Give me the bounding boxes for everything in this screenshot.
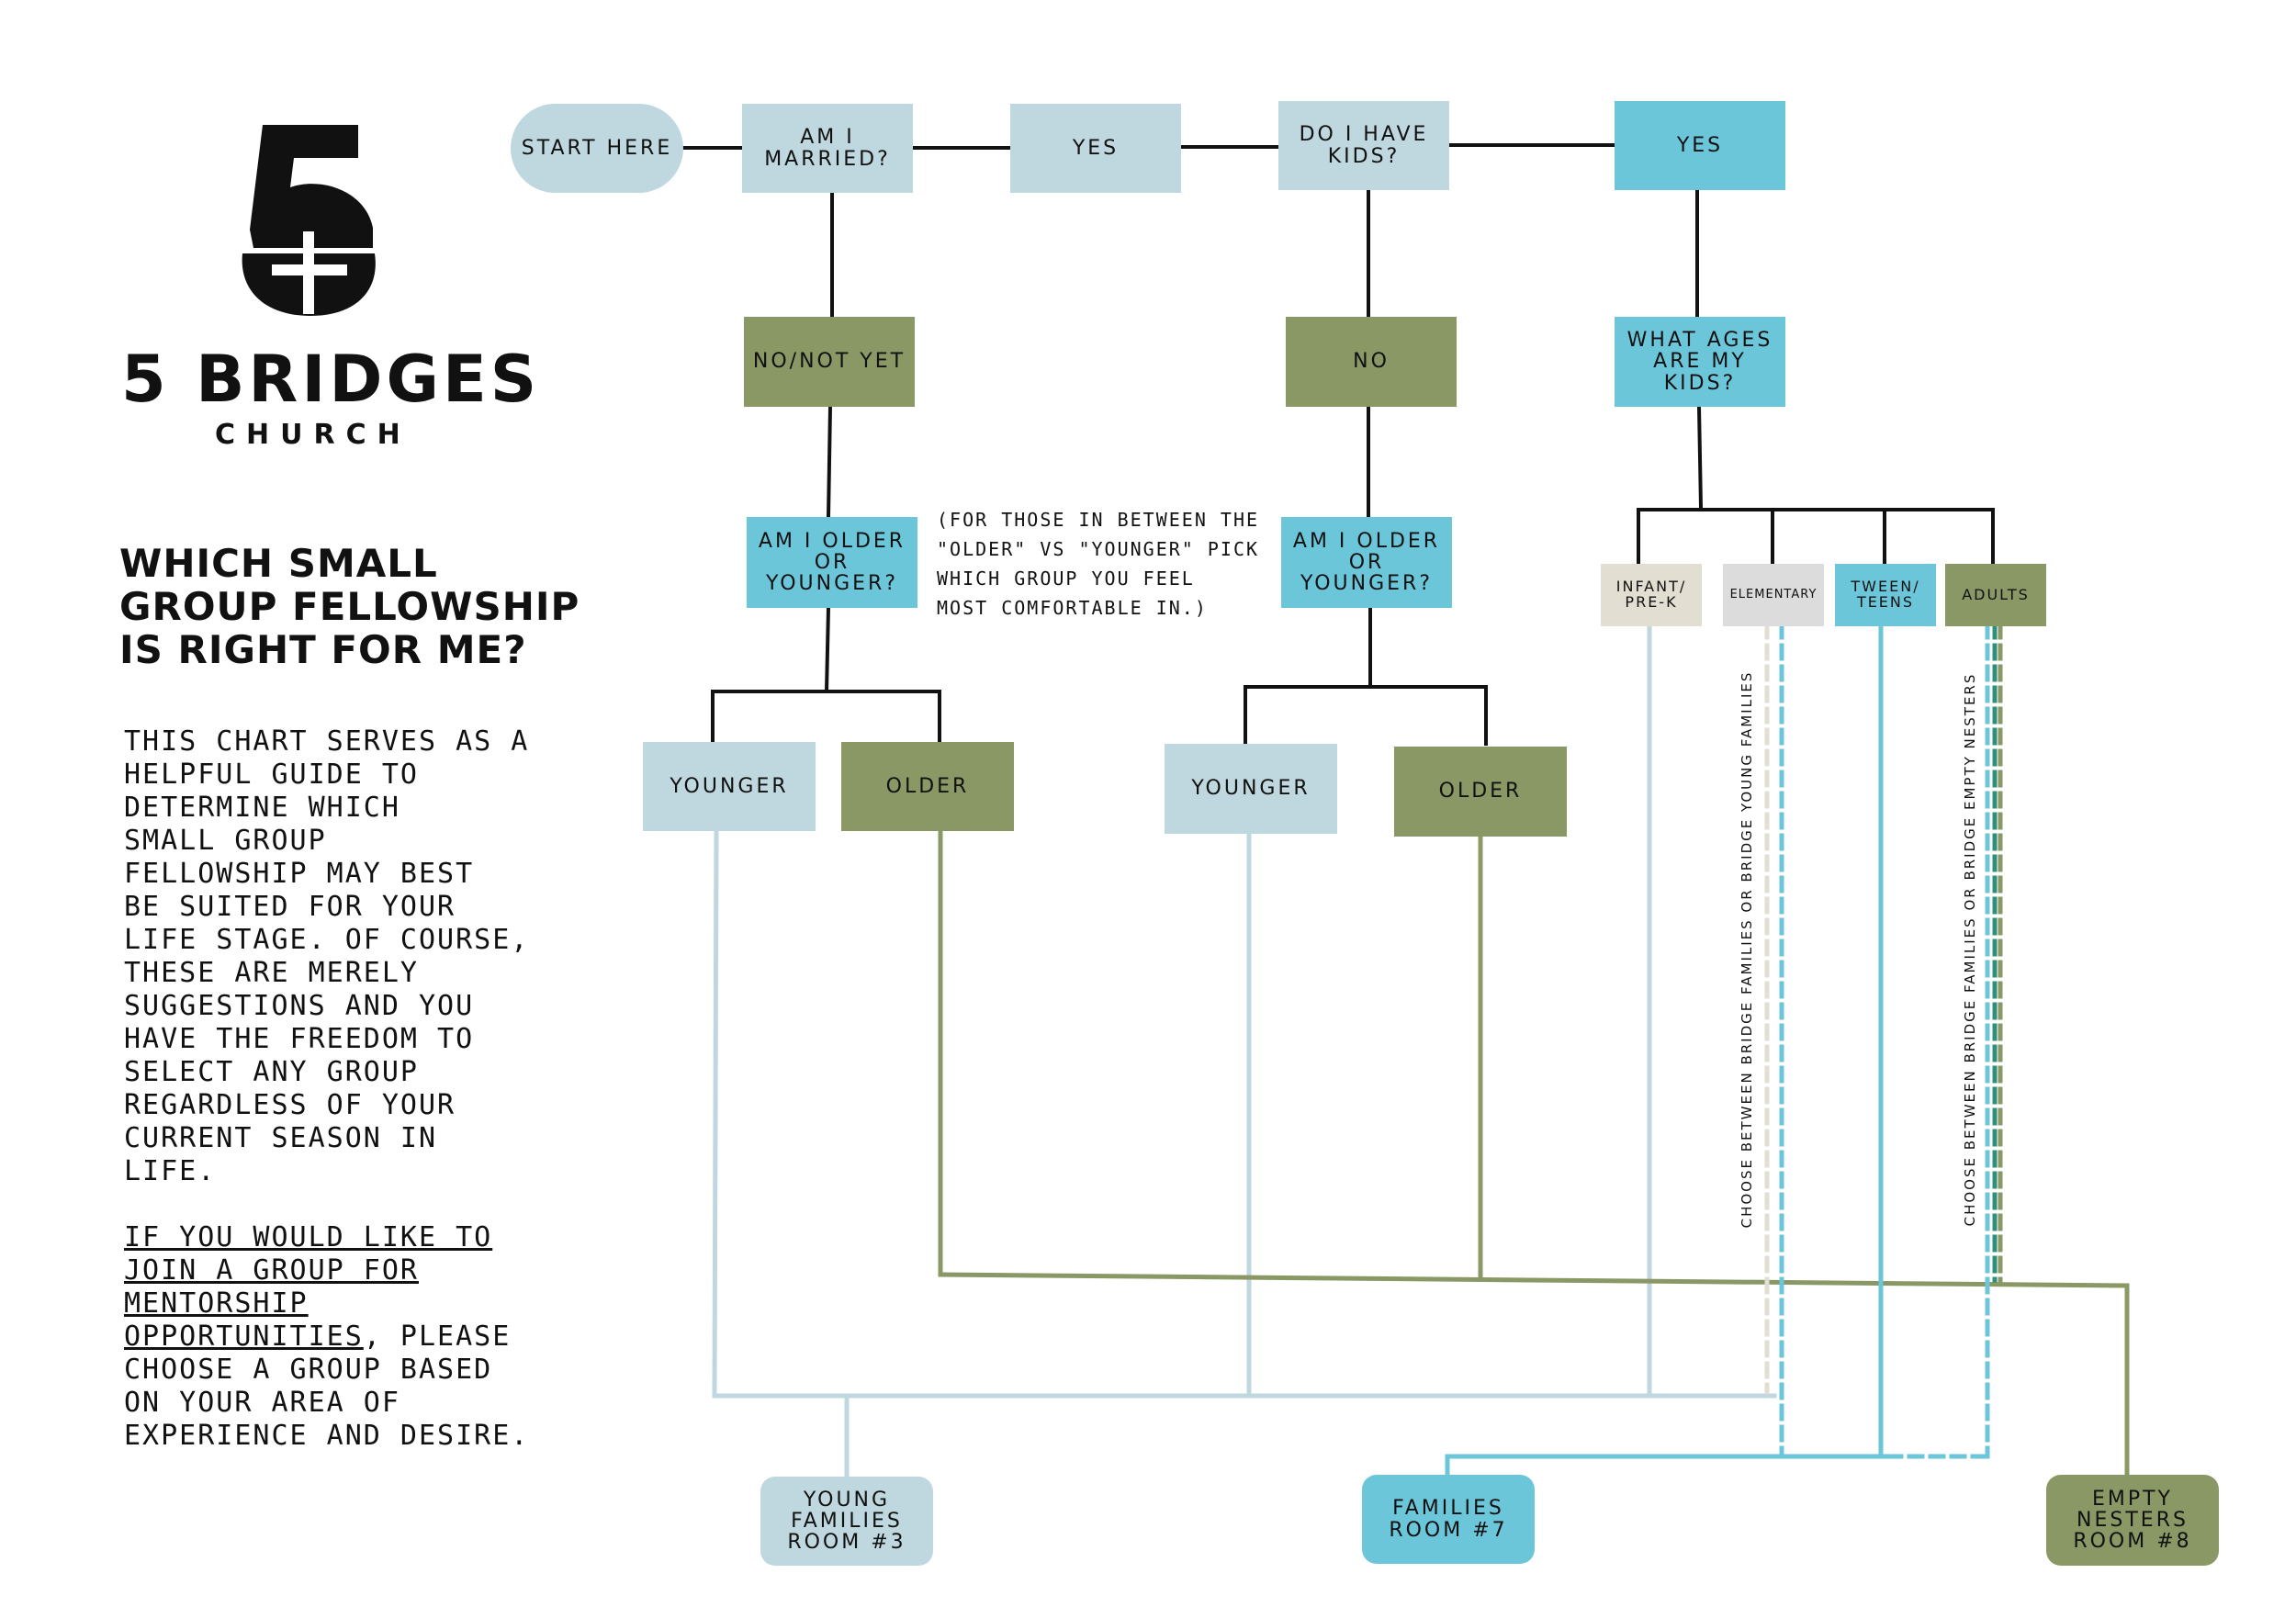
intro-line: HELPFUL GUIDE TO [124, 759, 419, 791]
families-flow [1445, 622, 1891, 1478]
empty-nesters-choice-note: CHOOSE BETWEEN BRIDGE FAMILIES OR BRIDGE… [1962, 672, 1978, 1227]
mentorship-line: ON YOUR AREA OF [124, 1387, 400, 1419]
intro-line: SUGGESTIONS AND YOU [124, 990, 475, 1022]
kids-yes-node: YES [1615, 101, 1785, 190]
intro-line: CURRENT SEASON IN [124, 1122, 438, 1154]
tween-teens-node: TWEEN/ TEENS [1835, 564, 1936, 626]
note-line: (FOR THOSE IN BETWEEN THE [937, 509, 1260, 531]
intro-line: DETERMINE WHICH [124, 792, 400, 824]
older-node: OLDER [1394, 747, 1567, 837]
infant-prek-node: INFANT/ PRE-K [1601, 564, 1702, 626]
mentorship-line: EXPERIENCE AND DESIRE. [124, 1420, 530, 1452]
older-younger-question-node: AM I OLDER OR YOUNGER? [1281, 517, 1452, 608]
in-between-note: (FOR THOSE IN BETWEEN THE "OLDER" VS "YO… [937, 505, 1259, 623]
elementary-node: ELEMENTARY [1723, 564, 1824, 626]
empty-nesters-room-node: EMPTY NESTERS ROOM #8 [2046, 1475, 2219, 1566]
note-line: "OLDER" VS "YOUNGER" PICK [937, 538, 1260, 560]
intro-paragraph: THIS CHART SERVES AS A HELPFUL GUIDE TO … [124, 725, 583, 1453]
married-yes-node: YES [1010, 104, 1181, 193]
young-families-room-node: YOUNG FAMILIES ROOM #3 [760, 1477, 933, 1566]
families-room-node: FAMILIES ROOM #7 [1362, 1475, 1535, 1564]
older-younger-question-node: AM I OLDER OR YOUNGER? [747, 517, 917, 608]
intro-line: FELLOWSHIP MAY BEST [124, 858, 475, 890]
brand-name: 5 BRIDGES [121, 342, 541, 417]
page-title-line: IS RIGHT FOR ME? [119, 627, 527, 673]
younger-node: YOUNGER [643, 742, 816, 831]
intro-line: LIFE STAGE. OF COURSE, [124, 924, 530, 956]
young-families-flow [712, 622, 1777, 1479]
intro-line: REGARDLESS OF YOUR [124, 1089, 456, 1121]
mentorship-line: OPPORTUNITIES, PLEASE [124, 1320, 583, 1354]
kids-question-node: DO I HAVE KIDS? [1278, 101, 1449, 190]
younger-node: YOUNGER [1165, 744, 1337, 834]
no-kids-node: NO [1286, 317, 1457, 407]
adults-node: ADULTS [1945, 564, 2046, 626]
note-line: MOST COMFORTABLE IN.) [937, 597, 1208, 619]
choice-dashed-lines [1764, 622, 2003, 1459]
mentorship-line: CHOOSE A GROUP BASED [124, 1354, 493, 1386]
not-married-node: NO/NOT YET [744, 317, 915, 407]
young-families-choice-note: CHOOSE BETWEEN BRIDGE FAMILIES OR BRIDGE… [1739, 670, 1755, 1229]
intro-line: BE SUITED FOR YOUR [124, 891, 456, 923]
mentorship-underlined-word: OPPORTUNITIES [124, 1320, 364, 1353]
note-line: WHICH GROUP YOU FEEL [937, 568, 1195, 590]
decision-lines [681, 143, 1995, 746]
intro-line: THIS CHART SERVES AS A [124, 725, 530, 758]
intro-line: LIFE. [124, 1155, 217, 1187]
mentorship-line: IF YOU WOULD LIKE TO [124, 1221, 493, 1253]
start-here-node: START HERE [511, 104, 683, 193]
page-title-line: GROUP FELLOWSHIP [119, 584, 580, 630]
church-logo-icon [242, 125, 376, 316]
intro-line: HAVE THE FREEDOM TO [124, 1023, 475, 1055]
brand-subtitle: CHURCH [215, 419, 411, 451]
page-title-line: WHICH SMALL [119, 541, 438, 586]
mentorship-rest: , PLEASE [363, 1320, 512, 1353]
intro-line: SELECT ANY GROUP [124, 1056, 419, 1088]
older-node: OLDER [841, 742, 1014, 831]
married-question-node: AM I MARRIED? [742, 104, 913, 193]
intro-line: THESE ARE MERELY [124, 957, 419, 989]
empty-nesters-flow [938, 827, 2130, 1478]
intro-line: SMALL GROUP [124, 825, 327, 857]
mentorship-line: MENTORSHIP [124, 1287, 309, 1320]
page-title: WHICH SMALL GROUP FELLOWSHIP IS RIGHT FO… [119, 542, 634, 671]
kids-ages-question-node: WHAT AGES ARE MY KIDS? [1615, 317, 1785, 407]
mentorship-line: JOIN A GROUP FOR [124, 1254, 419, 1287]
